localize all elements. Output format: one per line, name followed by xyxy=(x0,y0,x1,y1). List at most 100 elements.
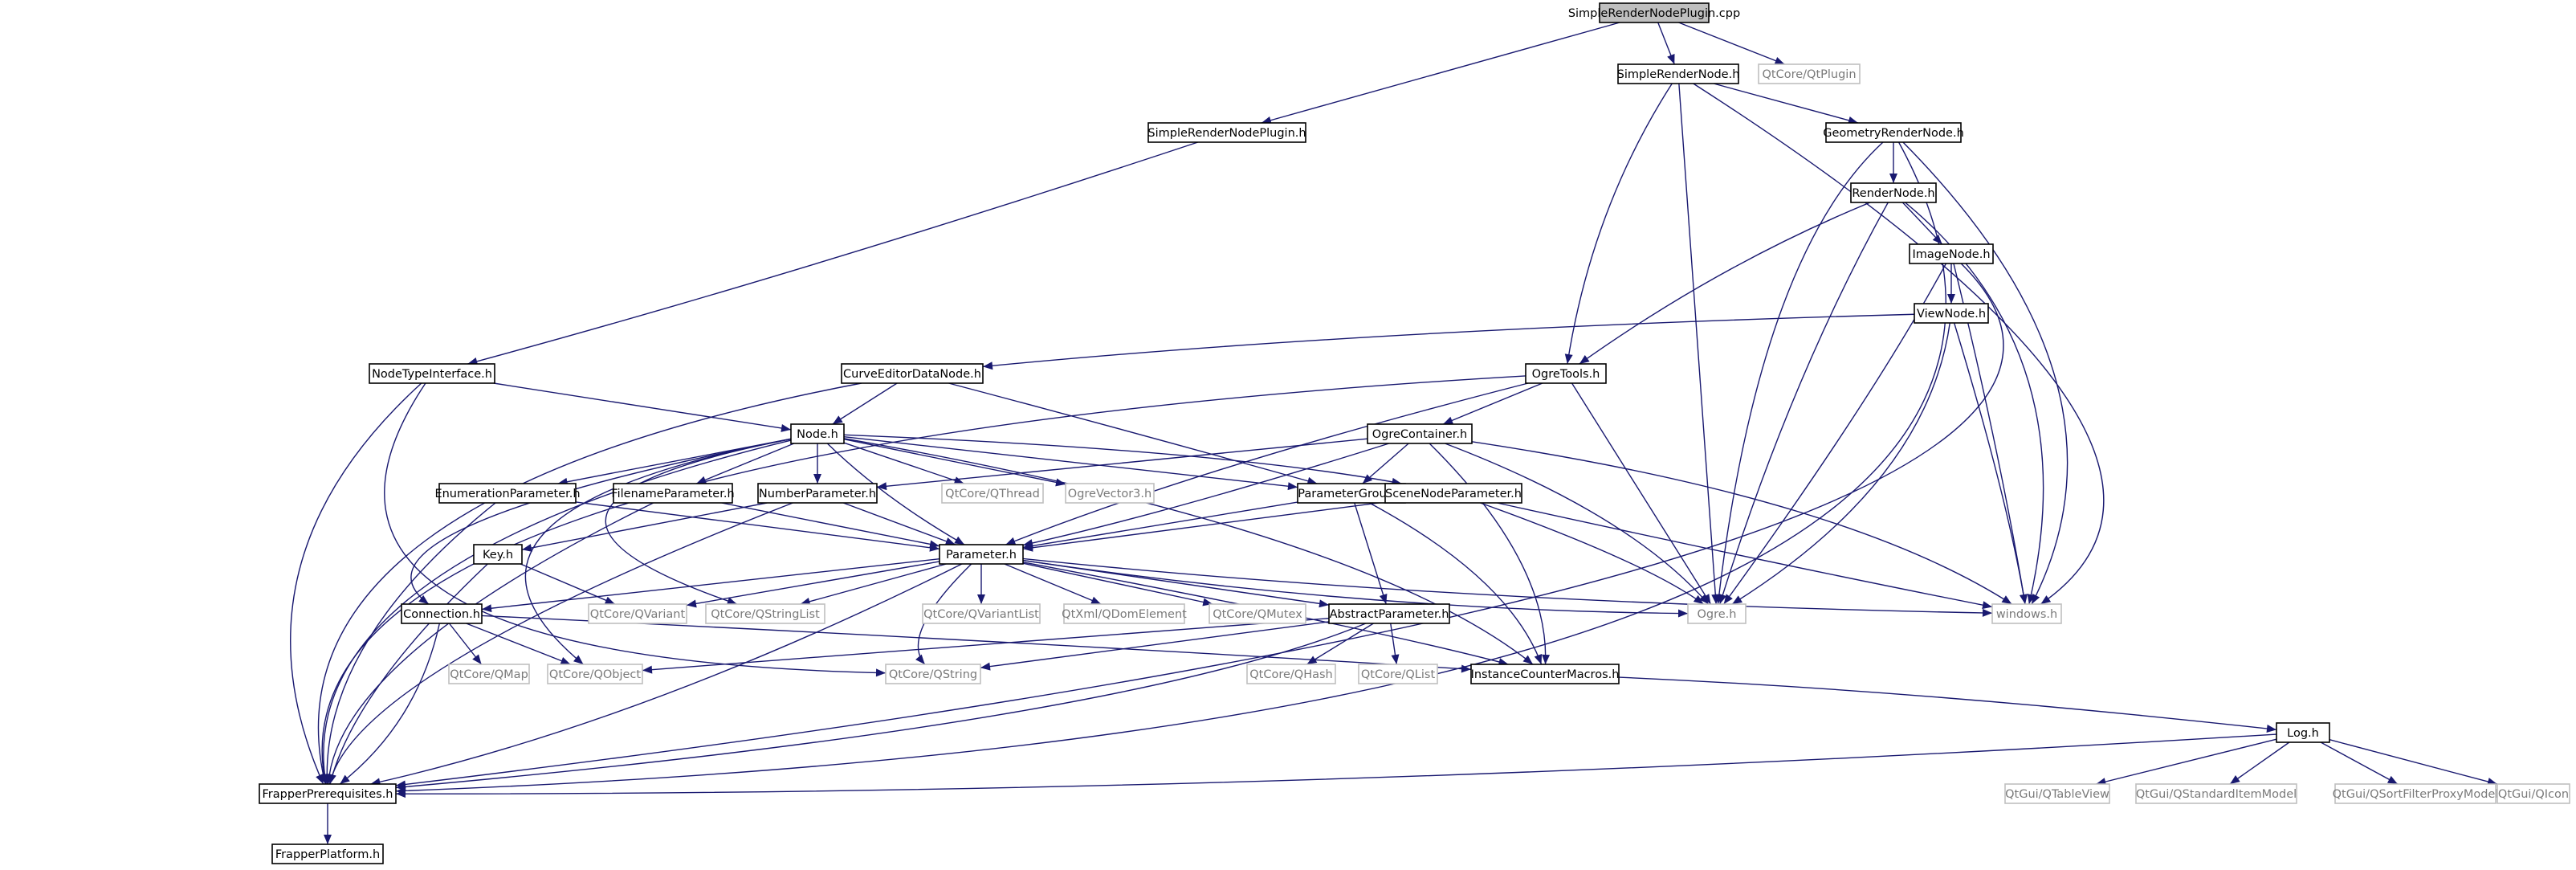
node-ot[interactable]: OgreTools.h xyxy=(1525,363,1607,384)
node-label: CurveEditorDataNode.h xyxy=(843,368,981,381)
node-ep[interactable]: EnumerationParameter.h xyxy=(434,483,581,504)
node-snp[interactable]: SceneNodeParameter.h xyxy=(1384,483,1522,504)
edge-oc-to-ogre xyxy=(1445,443,1710,605)
node-win: windows.h xyxy=(1991,603,2062,624)
node-box xyxy=(2276,722,2330,743)
edge-line xyxy=(328,502,654,785)
edge-line xyxy=(721,502,940,547)
arrowhead-icon xyxy=(1579,354,1590,364)
edge-line xyxy=(1368,502,1543,665)
node-conn[interactable]: Connection.h xyxy=(401,603,483,624)
arrowhead-icon xyxy=(875,668,886,677)
arrowhead-icon xyxy=(418,594,429,604)
node-fp[interactable]: FilenameParameter.h xyxy=(611,483,735,504)
edge-snp-to-win xyxy=(1497,502,1993,610)
edge-line xyxy=(982,313,1915,368)
arrowhead-icon xyxy=(1677,609,1688,618)
arrowhead-icon xyxy=(2027,594,2036,604)
edge-log-to-qicon xyxy=(2329,739,2498,786)
node-fplat[interactable]: FrapperPlatform.h xyxy=(271,843,384,864)
node-param[interactable]: Parameter.h xyxy=(939,544,1024,565)
arrowhead-icon xyxy=(1667,54,1675,64)
node-label: SimpleRenderNode.h xyxy=(1617,68,1740,81)
arrowhead-icon xyxy=(1522,655,1533,664)
node-key[interactable]: Key.h xyxy=(473,544,523,565)
arrowhead-icon xyxy=(954,536,965,545)
node-node[interactable]: Node.h xyxy=(790,423,845,444)
arrowhead-icon xyxy=(1261,116,1272,125)
node-qsfpm: QtGui/QSortFilterProxyModel xyxy=(2333,783,2498,804)
arrowhead-icon xyxy=(1319,599,1329,608)
node-log[interactable]: Log.h xyxy=(2276,722,2330,743)
arrowhead-icon xyxy=(687,599,697,608)
edge-icm-to-log xyxy=(1618,676,2277,733)
arrowhead-icon xyxy=(1306,656,1318,664)
node-label: NumberParameter.h xyxy=(759,488,876,500)
edge-node-to-pg xyxy=(843,435,1298,491)
edge-ap-to-fpre xyxy=(395,623,1367,791)
node-label: QtCore/QMap xyxy=(450,668,528,681)
node-label: Ogre.h xyxy=(1698,608,1737,621)
arrowhead-icon xyxy=(1461,664,1471,673)
node-box xyxy=(1358,664,1438,684)
node-qlist: QtCore/QList xyxy=(1358,664,1438,684)
edge-line xyxy=(843,442,964,484)
node-box xyxy=(1328,603,1450,624)
node-fpre[interactable]: FrapperPrerequisites.h xyxy=(259,783,397,804)
node-rn[interactable]: RenderNode.h xyxy=(1850,182,1937,203)
arrowhead-icon xyxy=(396,790,406,799)
arrowhead-icon xyxy=(2040,595,2052,604)
node-cedn[interactable]: CurveEditorDataNode.h xyxy=(841,363,984,384)
edge-line xyxy=(1022,501,1386,549)
node-qthread: QtCore/QThread xyxy=(941,483,1044,504)
node-grn[interactable]: GeometryRenderNode.h xyxy=(1823,122,1964,143)
edge-srn-to-grn xyxy=(1713,83,1859,125)
edge-line xyxy=(395,733,2277,794)
node-in[interactable]: ImageNode.h xyxy=(1909,243,1994,264)
node-ov3: OgreVector3.h xyxy=(1065,483,1155,504)
edge-line xyxy=(832,382,898,425)
node-qsl: QtCore/QStringList xyxy=(705,603,825,624)
node-label: GeometryRenderNode.h xyxy=(1823,127,1964,140)
arrowhead-icon xyxy=(1379,594,1388,604)
arrowhead-icon xyxy=(696,476,707,484)
edge-node-to-qsl xyxy=(605,438,792,605)
node-box xyxy=(588,603,687,624)
node-np[interactable]: NumberParameter.h xyxy=(757,483,878,504)
edge-key-to-fpre xyxy=(328,563,488,785)
node-label: SimpleRenderNodePlugin.h xyxy=(1147,127,1306,140)
arrowhead-icon xyxy=(1443,416,1454,425)
edge-ap-to-qobject xyxy=(642,617,1330,674)
node-nti[interactable]: NodeTypeInterface.h xyxy=(369,363,495,384)
node-ogre: Ogre.h xyxy=(1687,603,1747,624)
arrowhead-icon xyxy=(1947,294,1955,304)
edge-srn-to-win xyxy=(1693,83,2105,605)
edge-line xyxy=(1731,322,1950,605)
edge-rn-to-ogre xyxy=(1718,202,1889,605)
arrowhead-icon xyxy=(977,594,985,604)
arrowhead-icon xyxy=(877,482,887,491)
arrowhead-icon xyxy=(1391,654,1400,664)
node-srn[interactable]: SimpleRenderNode.h xyxy=(1617,63,1740,84)
edge-cedn-to-node xyxy=(832,382,898,425)
node-box xyxy=(438,483,577,504)
arrowhead-icon xyxy=(929,540,940,549)
edge-fpre-to-fplat xyxy=(324,803,332,844)
node-box xyxy=(1063,603,1185,624)
node-srnp[interactable]: SimpleRenderNodePlugin.h xyxy=(1147,122,1306,143)
node-oc[interactable]: OgreContainer.h xyxy=(1367,423,1473,444)
edge-vn-to-ogre xyxy=(1731,322,1950,605)
edge-pg-to-param xyxy=(1022,501,1298,550)
edge-line xyxy=(493,382,792,431)
edge-line xyxy=(843,439,1066,485)
edge-oc-to-np xyxy=(876,438,1368,491)
node-root[interactable]: SimpleRenderNodePlugin.cpp xyxy=(1568,2,1740,23)
node-box xyxy=(1991,603,2062,624)
node-icm[interactable]: InstanceCounterMacros.h xyxy=(1470,664,1620,684)
node-label: Parameter.h xyxy=(946,549,1017,562)
arrowhead-icon xyxy=(604,596,615,604)
node-box xyxy=(941,483,1044,504)
node-ap[interactable]: AbstractParameter.h xyxy=(1328,603,1450,624)
edge-line xyxy=(843,438,1534,665)
node-vn[interactable]: ViewNode.h xyxy=(1914,303,1989,324)
